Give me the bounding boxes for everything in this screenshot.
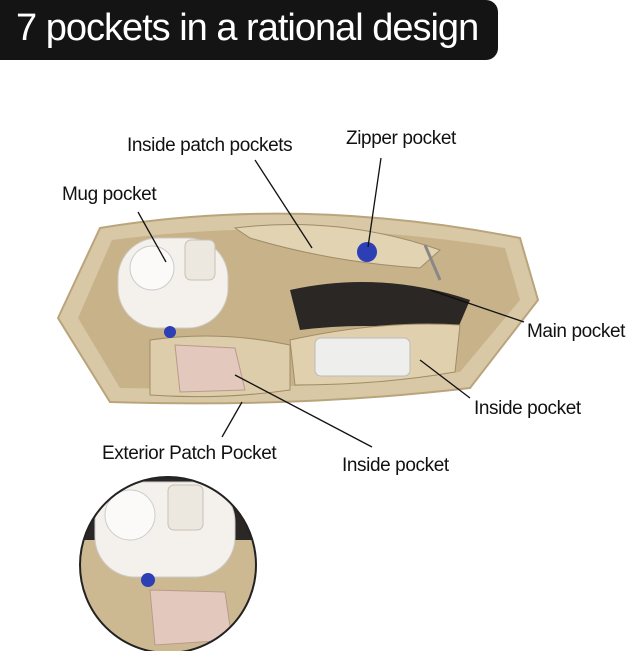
label-mug-pocket: Mug pocket <box>62 184 157 205</box>
label-inside-pocket-right: Inside pocket <box>474 398 581 419</box>
blue-knob <box>357 242 377 262</box>
mug-lid <box>129 245 175 291</box>
label-exterior-patch-pocket: Exterior Patch Pocket <box>102 443 277 464</box>
leader-lines <box>137 157 525 448</box>
title: 7 pockets in a rational design <box>16 7 479 49</box>
bottle-clip <box>174 344 246 393</box>
label-inside-patch-pockets: Inside patch pockets <box>127 135 293 156</box>
label-zipper-pocket: Zipper pocket <box>346 128 456 149</box>
label-inside-pocket-bottom: Inside pocket <box>342 455 449 476</box>
title-banner: 7 pockets in a rational design <box>0 0 498 60</box>
label-main-pocket: Main pocket <box>527 321 626 342</box>
main-pocket-dark <box>290 282 470 335</box>
inside-pocket-item <box>314 337 411 377</box>
